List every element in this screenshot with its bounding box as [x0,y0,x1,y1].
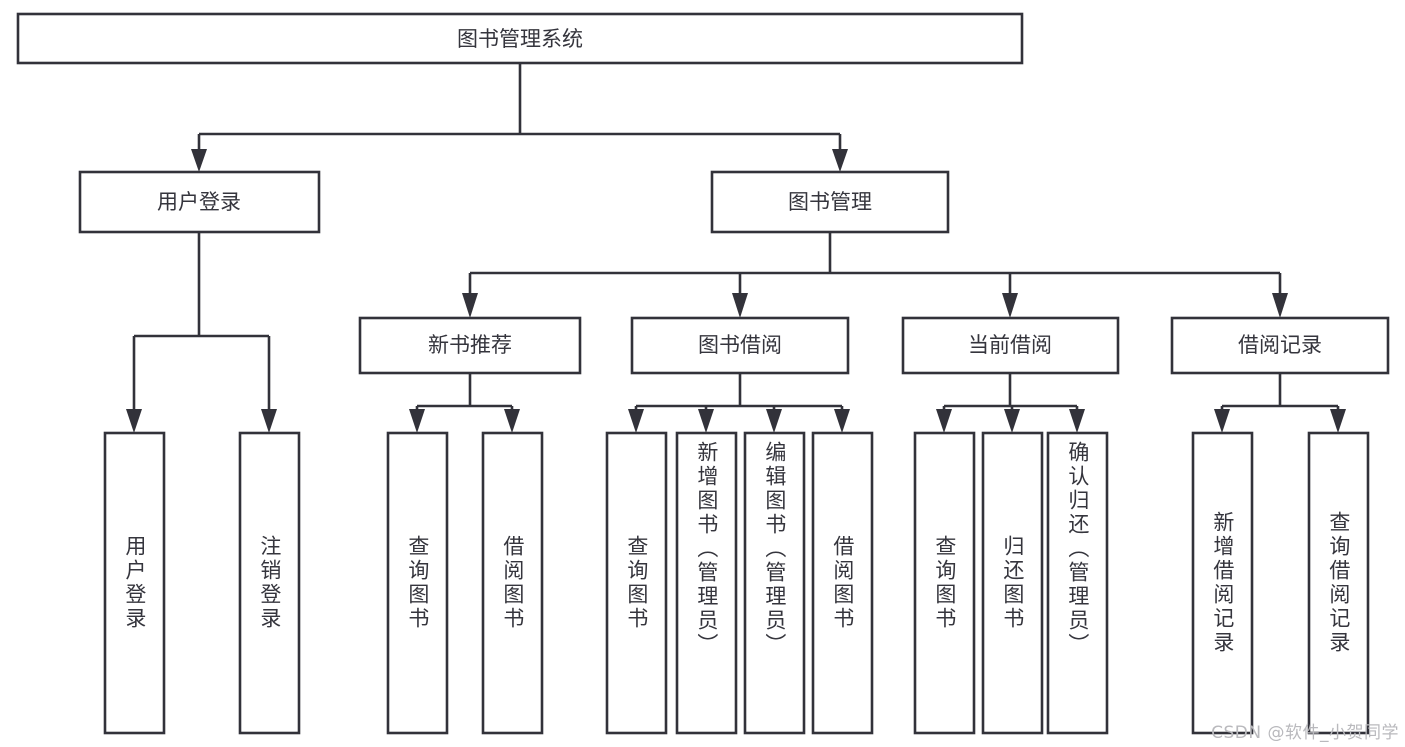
node-leaf-add-record[interactable] [1191,431,1254,735]
node-book-manage[interactable] [710,170,950,234]
arrowhead-g1-leaf1 [409,409,425,433]
node-leaf-query-book-1[interactable] [386,431,449,735]
arrowhead-g2-leaf2 [698,409,714,433]
watermark: CSDN @软件_小贺同学 [1211,723,1399,743]
node-borrow-record-label: 借阅记录 [1238,333,1322,357]
arrowhead-g2-leaf4 [834,409,850,433]
node-leaf-borrow-book-2[interactable] [811,431,874,735]
arrowhead-book-borrow [732,293,748,318]
arrowhead-g3-leaf2 [1004,409,1020,433]
arrowhead-g3-leaf1 [936,409,952,433]
node-borrow-record[interactable] [1170,316,1390,375]
arrowhead-leaf-user-login [126,409,142,433]
arrowhead-g1-leaf2 [504,409,520,433]
arrowhead-current-borrow [1002,293,1018,318]
node-new-book-recommend[interactable] [358,316,582,375]
arrowhead-borrow-record [1272,293,1288,318]
node-new-book-recommend-label: 新书推荐 [428,333,512,357]
node-root[interactable] [16,12,1024,65]
arrowhead-bookmanage [832,149,848,172]
node-leaf-logout-login[interactable] [238,431,301,735]
arrowhead-g3-leaf3 [1069,409,1085,433]
edge-group [126,63,1346,433]
node-current-borrow-label: 当前借阅 [968,333,1052,357]
arrowhead-g4-leaf1 [1214,409,1230,433]
node-leaf-edit-book[interactable] [743,431,806,735]
node-leaf-borrow-book-1[interactable] [481,431,544,735]
node-leaf-query-book-2[interactable] [605,431,668,735]
node-leaf-add-book[interactable] [675,431,738,735]
node-group: 图书管理系统 用户登录 图书管理 新书推荐 图书借阅 当前借阅 借阅记录 [16,12,1390,735]
node-leaf-query-book-3[interactable] [913,431,976,735]
node-book-borrow[interactable] [630,316,850,375]
node-leaf-return-book[interactable] [981,431,1044,735]
arrowhead-g4-leaf2 [1330,409,1346,433]
node-leaf-user-login[interactable] [103,431,166,735]
node-root-label: 图书管理系统 [457,27,583,51]
arrowhead-userlogin [191,149,207,172]
arrowhead-g2-leaf1 [628,409,644,433]
arrowhead-g2-leaf3 [766,409,782,433]
node-book-borrow-label: 图书借阅 [698,333,782,357]
arrowhead-new-book-recommend [462,293,478,318]
node-book-manage-label: 图书管理 [788,190,872,214]
node-current-borrow[interactable] [901,316,1120,375]
node-leaf-confirm-return[interactable] [1046,431,1109,735]
arrowhead-leaf-logout-login [261,409,277,433]
node-leaf-query-record[interactable] [1307,431,1370,735]
node-user-login[interactable] [78,170,321,234]
node-user-login-label: 用户登录 [157,190,241,214]
